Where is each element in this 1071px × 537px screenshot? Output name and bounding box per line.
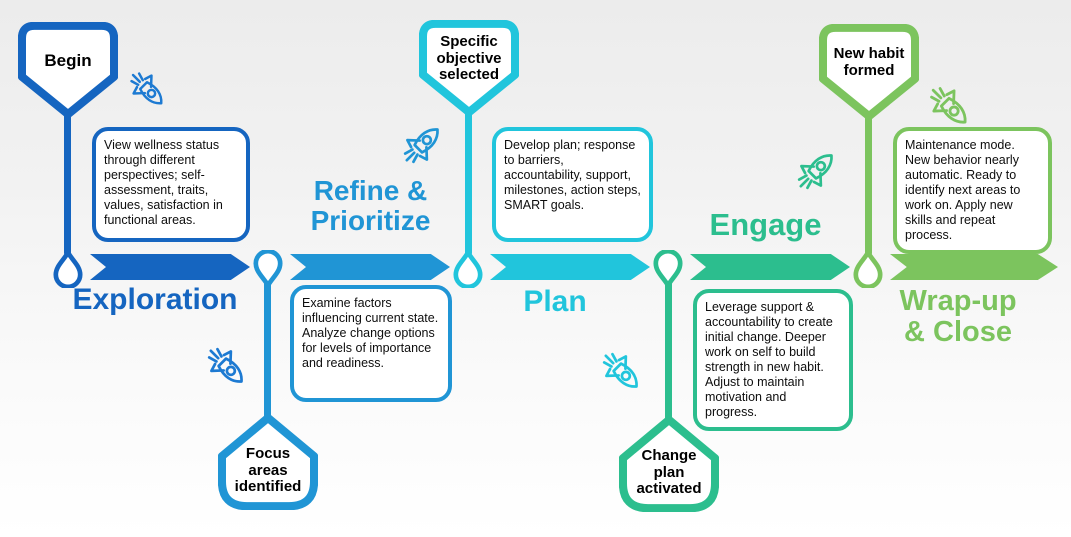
milestone-label: Specific objective selected [436,32,502,84]
phase-description-box: Maintenance mode. New behavior nearly au… [893,127,1052,254]
milestone-connector [264,280,271,420]
rocket-icon [114,56,179,121]
phase-heading-exploration: Exploration [72,283,238,316]
milestone-new-habit-formed: New habit formed [819,24,919,120]
rocket-icon [387,110,458,181]
timeline-node [853,250,883,288]
phase-heading-refine-prioritize: Refine & Prioritize [310,175,431,236]
phase-heading-engage: Engage [709,207,822,242]
milestone-label: Begin [44,51,92,71]
timeline-node [253,250,283,288]
phase-description-box: View wellness status through different p… [92,127,250,242]
phase-heading-wrap-up-close: Wrap-up & Close [899,285,1017,349]
timeline-arrow-engage [690,254,850,280]
rocket-icon [586,336,657,407]
phase-description: Develop plan; response to barriers, acco… [504,138,641,212]
rocket-icon [191,331,262,402]
phase-description: Examine factors influencing current stat… [302,296,439,370]
milestone-connector [64,110,71,256]
milestone-change-plan-activated: Change plan activated [619,416,719,512]
milestone-label: New habit formed [833,45,905,79]
timeline-node [453,250,483,288]
milestone-specific-objective-selected: Specific objective selected [419,20,519,116]
phase-description: Maintenance mode. New behavior nearly au… [905,138,1021,242]
phase-description-box: Leverage support & accountability to cre… [693,289,853,431]
timeline-arrow-refine-prioritize [290,254,450,280]
milestone-focus-areas-identified: Focus areas identified [218,414,318,510]
timeline-node [653,250,683,288]
milestone-begin: Begin [18,22,118,118]
phase-description: Leverage support & accountability to cre… [705,300,833,419]
milestone-connector [665,280,672,422]
rocket-icon [781,136,852,207]
milestone-label: Change plan activated [636,446,702,498]
phase-description-box: Develop plan; response to barriers, acco… [492,127,653,242]
phase-description: View wellness status through different p… [104,138,223,227]
milestone-label: Focus areas identified [234,444,302,496]
milestone-connector [865,112,872,256]
timeline-arrow-plan [490,254,650,280]
phase-heading-plan: Plan [523,285,587,318]
phase-description-box: Examine factors influencing current stat… [290,285,452,402]
timeline-arrow-wrap-up [890,254,1058,280]
timeline-arrow-exploration [90,254,250,280]
milestone-connector [465,108,472,256]
